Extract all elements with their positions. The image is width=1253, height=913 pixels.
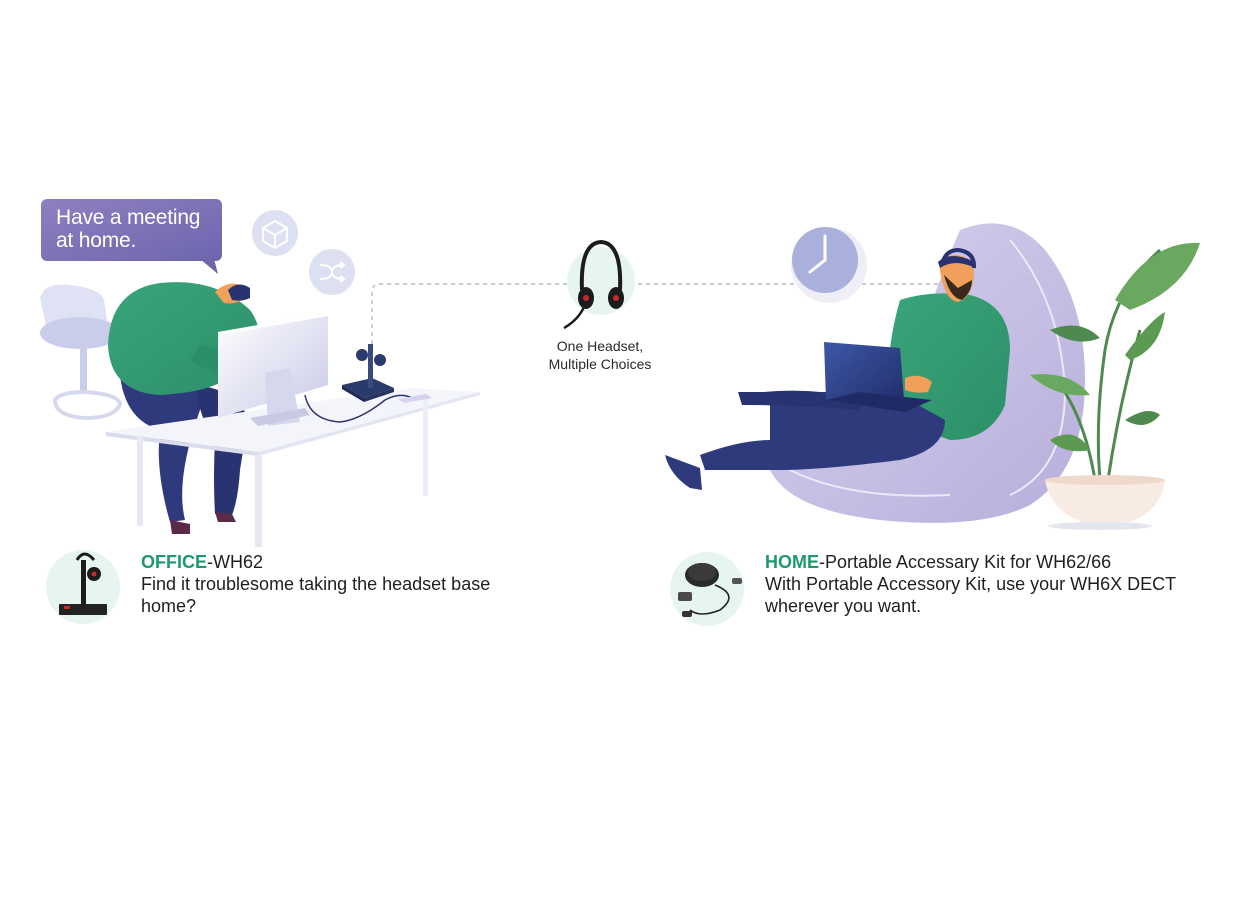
desk-mouse [398,394,432,403]
monitor [218,313,328,426]
clock-icon [791,227,867,303]
laptop [824,342,932,412]
home-model: -Portable Accessary Kit for WH62/66 [819,552,1112,572]
accessory-kit-icon [670,552,744,626]
speech-bubble-text: Have a meeting at home. [56,206,201,252]
cube-icon [252,210,298,256]
headset-icon [563,239,635,330]
center-label-line2: Multiple Choices [548,356,652,372]
home-description: With Portable Accessory Kit, use your WH… [765,574,1176,616]
shuffle-icon [309,249,355,295]
office-heading: OFFICE-WH62 [141,551,541,573]
speech-bubble [41,199,222,274]
potted-plant [1030,242,1200,530]
headset-base-icon [46,550,120,624]
office-model: -WH62 [207,552,264,572]
desk-headset-base [342,344,394,402]
office-description-block: OFFICE-WH62 Find it troublesome taking t… [141,551,541,617]
connector-dashed-line [371,283,944,400]
home-heading: HOME-Portable Accessary Kit for WH62/66 [765,551,1205,573]
home-description-block: HOME-Portable Accessary Kit for WH62/66 … [765,551,1205,617]
center-label: One Headset, Multiple Choices [530,337,670,373]
cable [304,394,413,423]
office-tag: OFFICE [141,552,207,572]
center-label-line1: One Headset, [556,338,644,354]
office-description: Find it troublesome taking the headset b… [141,574,491,616]
home-tag: HOME [765,552,819,572]
office-chair [40,284,123,421]
